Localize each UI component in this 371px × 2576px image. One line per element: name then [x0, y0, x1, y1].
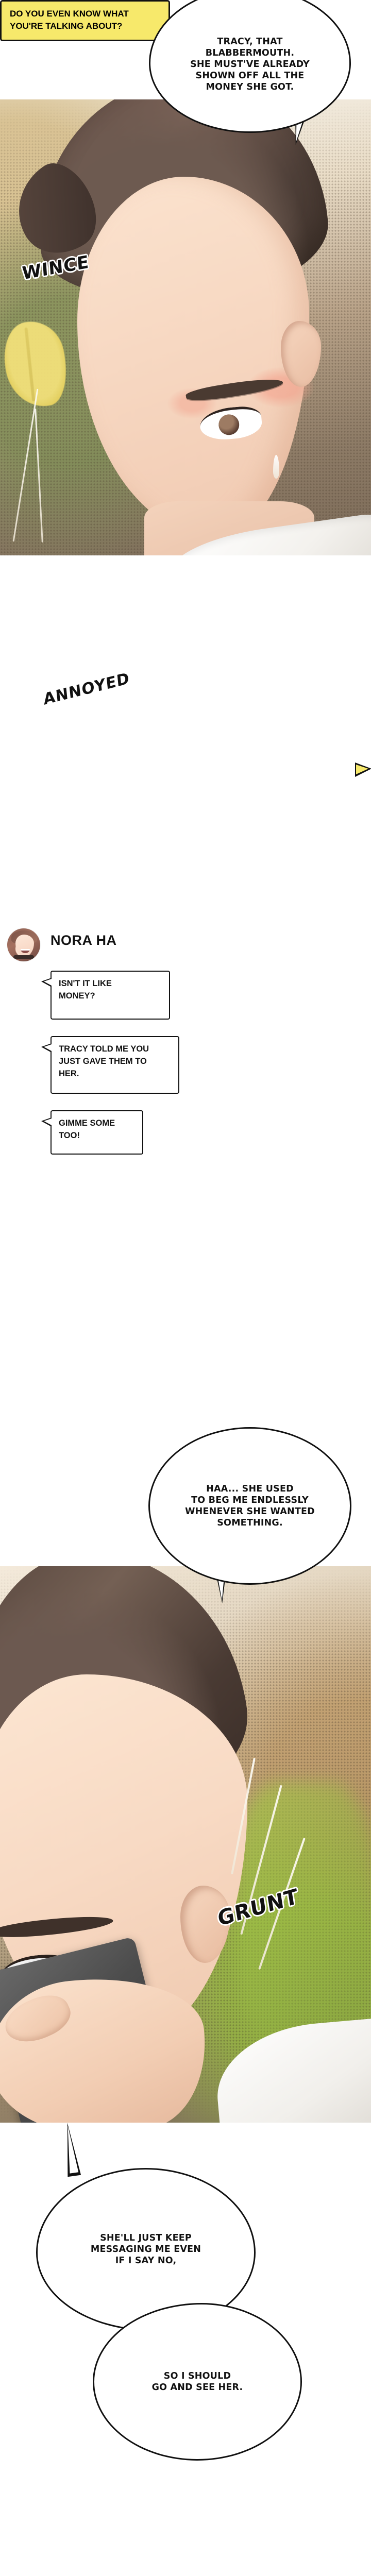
character-eyebrow [0, 1912, 114, 1941]
character-ear [281, 321, 321, 387]
chat-message-bubble: GIMME SOME TOO! [41, 1110, 143, 1155]
comic-panel-1 [0, 99, 371, 555]
chat-message-bubble: ISN'T IT LIKE MONEY? [41, 971, 170, 1020]
chat-header: NORA HA [0, 927, 371, 968]
yellow-caption-text: DO YOU EVEN KNOW WHAT YOU'RE TALKING ABO… [10, 9, 129, 31]
chat-message-text: ISN'T IT LIKE MONEY? [59, 979, 112, 1001]
chat-message-text: GIMME SOME TOO! [59, 1118, 115, 1140]
character-ear [180, 1886, 230, 1963]
chat-message-bubble: TRACY TOLD ME YOU JUST GAVE THEM TO HER. [41, 1036, 179, 1094]
thought-bubble-2-text: HAA... SHE USED TO BEG ME ENDLESSLY WHEN… [185, 1483, 315, 1529]
chat-sender-name: NORA HA [50, 933, 117, 948]
comic-panel-2 [0, 1566, 371, 2123]
yellow-bubble-tail [355, 762, 371, 777]
thought-bubble-1: TRACY, THAT BLABBERMOUTH. SHE MUST'VE AL… [149, 0, 351, 133]
chat-message-text: TRACY TOLD ME YOU JUST GAVE THEM TO HER. [59, 1044, 149, 1078]
thought-bubble-1-text: TRACY, THAT BLABBERMOUTH. SHE MUST'VE AL… [190, 36, 310, 93]
avatar-mouth [21, 949, 30, 953]
sfx-annoyed-text: ANNOYED [42, 669, 131, 709]
thought-bubble-4: SO I SHOULD GO AND SEE HER. [93, 2303, 302, 2461]
thought-bubble-3-tail [60, 2122, 81, 2177]
thought-bubble-4-text: SO I SHOULD GO AND SEE HER. [151, 2370, 243, 2393]
avatar[interactable] [7, 928, 40, 961]
site-promo-banner[interactable]: READ FIRST ATMANHWA18.CC FAST - FREE - N… [0, 2550, 371, 2576]
messenger-conversation: NORA HA ISN'T IT LIKE MONEY? TRACY TOLD … [0, 927, 371, 1155]
thought-bubble-2: HAA... SHE USED TO BEG ME ENDLESSLY WHEN… [148, 1427, 351, 1585]
sweat-drop-icon [273, 455, 279, 479]
background-foliage-blur [237, 1783, 371, 2050]
avatar-choker [13, 955, 34, 959]
yellow-caption-bubble: DO YOU EVEN KNOW WHAT YOU'RE TALKING ABO… [0, 0, 170, 42]
thought-bubble-3-text: SHE'LL JUST KEEP MESSAGING ME EVEN IF I … [90, 2232, 201, 2266]
character-face [77, 177, 314, 537]
thought-bubble-3: SHE'LL JUST KEEP MESSAGING ME EVEN IF I … [36, 2168, 256, 2331]
